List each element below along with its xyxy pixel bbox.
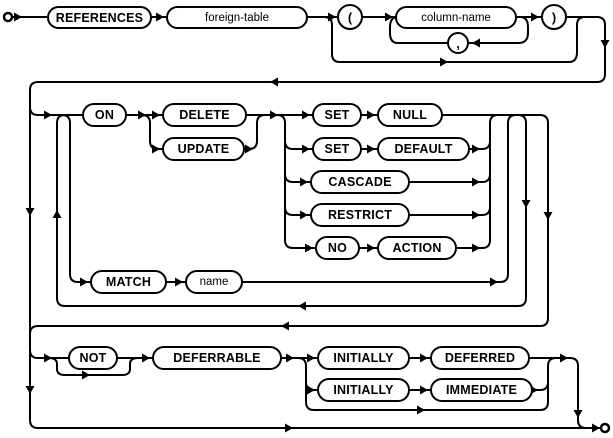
- arrowhead-icon: [543, 212, 553, 220]
- arrowhead-icon: [307, 353, 315, 363]
- node-not: NOT: [68, 346, 118, 370]
- arrowhead-icon: [367, 243, 375, 253]
- node-delete: DELETE: [162, 103, 247, 127]
- node-match: MATCH: [90, 270, 167, 294]
- arrowhead-icon: [472, 144, 480, 154]
- arrowhead-icon: [286, 353, 294, 363]
- arrowhead-icon: [472, 38, 480, 48]
- arrowhead-icon: [521, 200, 531, 208]
- arrowhead-icon: [80, 277, 88, 287]
- arrowhead-icon: [44, 353, 52, 363]
- arrowhead-icon: [138, 110, 146, 120]
- arrowhead-icon: [385, 12, 393, 22]
- node-restrict: RESTRICT: [310, 203, 410, 227]
- arrowhead-icon: [305, 243, 313, 253]
- arrowhead-icon: [14, 12, 22, 22]
- node-references: REFERENCES: [47, 6, 152, 29]
- node-comma: ,: [447, 32, 469, 54]
- start-terminal-icon: [2, 11, 14, 23]
- arrowhead-icon: [82, 370, 90, 380]
- arrowhead-icon: [307, 385, 315, 395]
- flow-arrows: [14, 12, 610, 433]
- arrowhead-icon: [285, 423, 293, 433]
- arrowhead-icon: [472, 177, 480, 187]
- arrowhead-icon: [420, 385, 428, 395]
- arrowhead-icon: [490, 277, 498, 287]
- node-immediate: IMMEDIATE: [430, 378, 533, 402]
- arrowhead-icon: [560, 353, 568, 363]
- node-default: DEFAULT: [377, 137, 470, 161]
- arrowhead-icon: [472, 243, 480, 253]
- arrowhead-icon: [600, 40, 610, 48]
- node-initially-immediate: INITIALLY: [317, 378, 410, 402]
- node-initially-deferred: INITIALLY: [317, 346, 410, 370]
- arrowhead-icon: [592, 423, 600, 433]
- arrowhead-icon: [440, 57, 448, 67]
- arrowhead-icon: [142, 353, 150, 363]
- arrowhead-icon: [152, 144, 160, 154]
- arrowhead-icon: [420, 353, 428, 363]
- arrowhead-icon: [298, 301, 306, 311]
- arrowhead-icon: [152, 110, 160, 120]
- node-on: ON: [82, 103, 127, 127]
- arrowhead-icon: [302, 144, 310, 154]
- node-close-paren: ): [541, 4, 567, 30]
- node-set-default-set: SET: [312, 137, 362, 161]
- arrowhead-icon: [367, 144, 375, 154]
- node-open-paren: (: [337, 4, 363, 30]
- arrowhead-icon: [270, 110, 278, 120]
- arrowhead-icon: [300, 210, 308, 220]
- node-deferrable: DEFERRABLE: [152, 346, 282, 370]
- end-terminal-icon: [599, 422, 611, 434]
- node-action: ACTION: [377, 236, 457, 260]
- rail-lines: [12, 16, 606, 429]
- arrowhead-icon: [281, 321, 289, 331]
- arrowhead-icon: [367, 110, 375, 120]
- arrowhead-icon: [328, 12, 336, 22]
- node-update: UPDATE: [162, 137, 245, 161]
- node-set-null-set: SET: [312, 103, 362, 127]
- arrowhead-icon: [300, 177, 308, 187]
- arrowhead-icon: [156, 12, 164, 22]
- arrowhead-icon: [245, 144, 253, 154]
- node-deferred: DEFERRED: [430, 346, 530, 370]
- arrowhead-icon: [25, 386, 35, 394]
- arrowhead-icon: [531, 12, 539, 22]
- arrowhead-icon: [175, 277, 183, 287]
- arrowhead-icon: [52, 210, 62, 218]
- arrowhead-icon: [417, 405, 425, 415]
- node-foreign-table: foreign-table: [166, 6, 308, 29]
- arrowhead-icon: [44, 110, 52, 120]
- node-null: NULL: [377, 103, 443, 127]
- node-column-name: column-name: [395, 6, 517, 29]
- arrowhead-icon: [472, 210, 480, 220]
- node-name: name: [185, 270, 243, 294]
- node-no: NO: [315, 236, 360, 260]
- arrowhead-icon: [270, 77, 278, 87]
- arrowhead-icon: [573, 410, 583, 418]
- arrowhead-icon: [302, 110, 310, 120]
- arrowhead-icon: [25, 208, 35, 216]
- node-cascade: CASCADE: [310, 170, 410, 194]
